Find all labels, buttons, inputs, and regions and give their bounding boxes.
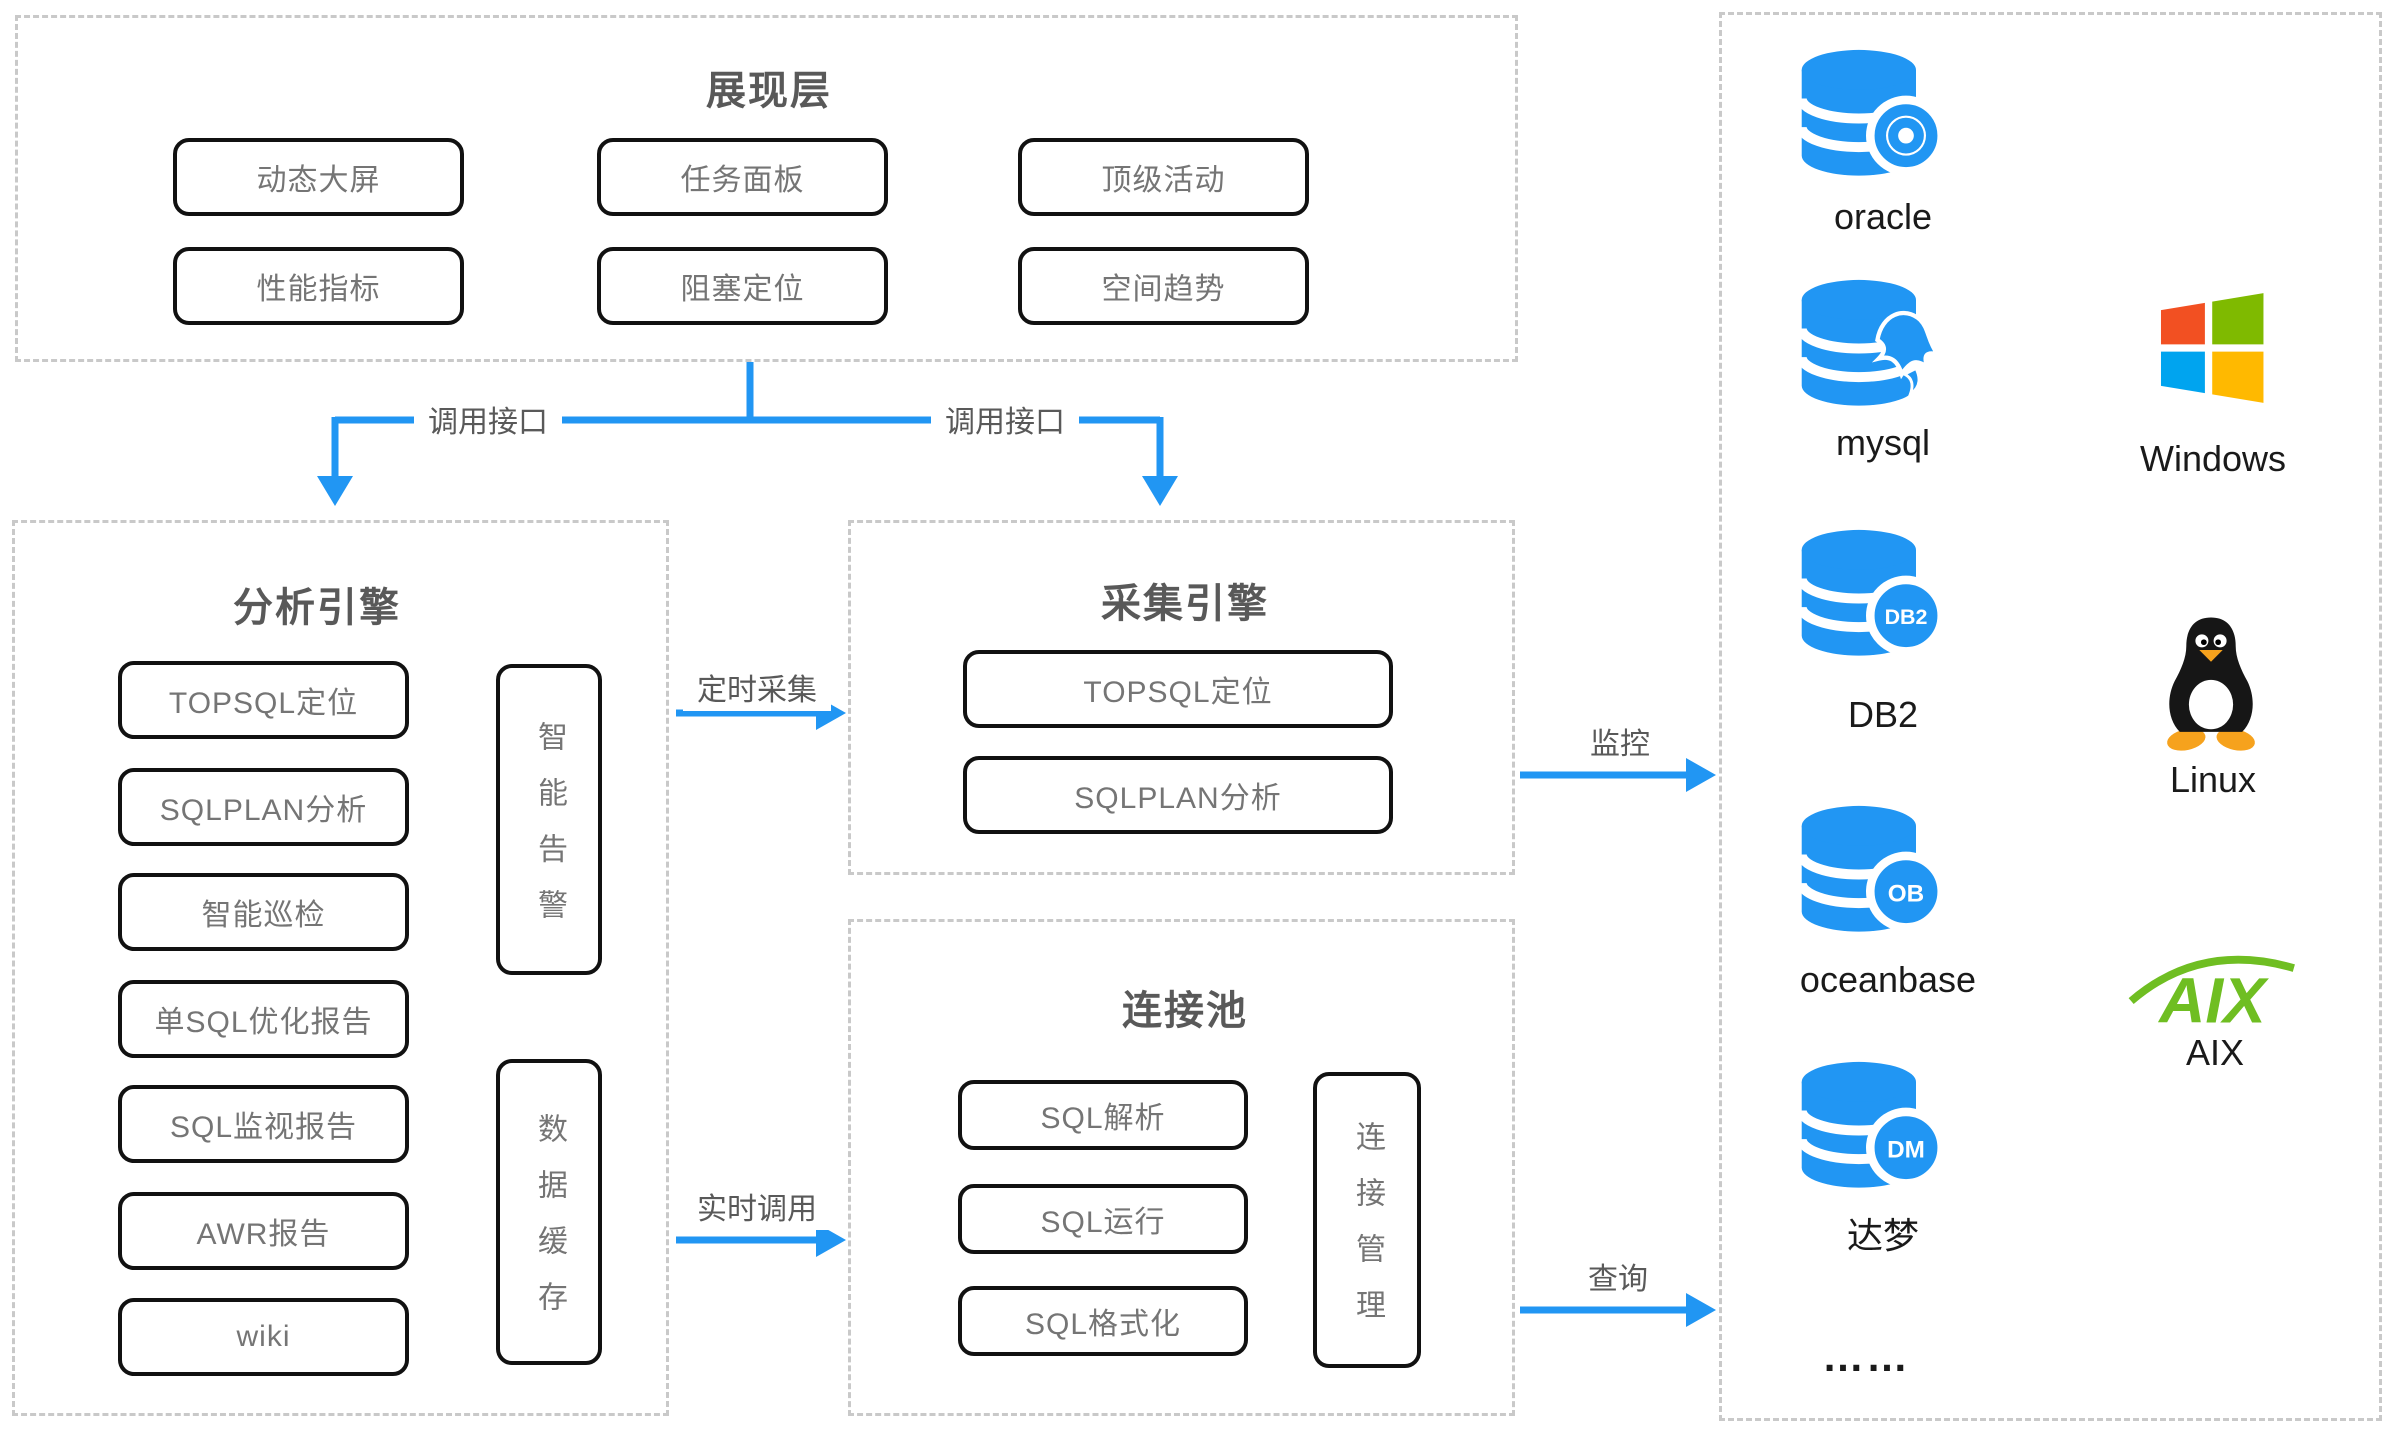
dolphin-glyph bbox=[1871, 310, 1943, 380]
monitor-label: 监控 bbox=[1576, 717, 1664, 765]
node-topsql-locating: TOPSQL定位 bbox=[118, 661, 409, 739]
call-interface-left-label: 调用接口 bbox=[414, 395, 562, 443]
db2-database-icon: DB2 bbox=[1796, 529, 1946, 656]
targets-panel: oracle mysql Windows DB2 DB2 bbox=[1719, 12, 2382, 1421]
aix-logo-icon: AIX bbox=[2128, 955, 2295, 1033]
node-collect-topsql: TOPSQL定位 bbox=[963, 650, 1393, 728]
node-sql-monitor-report: SQL监视报告 bbox=[118, 1085, 409, 1163]
analysis-engine-title: 分析引擎 bbox=[233, 586, 401, 630]
node-performance-metrics: 性能指标 bbox=[173, 247, 464, 325]
smart-alert-text: 智能告警 bbox=[533, 720, 566, 945]
realtime-call-label: 实时调用 bbox=[683, 1182, 831, 1230]
data-cache-text: 数据缓存 bbox=[533, 1113, 566, 1337]
db2-label: DB2 bbox=[1847, 694, 1919, 735]
more-targets-ellipsis: …… bbox=[1822, 1333, 1910, 1380]
collection-engine-panel: 采集引擎 TOPSQL定位 SQLPLAN分析 bbox=[848, 520, 1515, 875]
db2-badge-text: DB2 bbox=[1885, 605, 1928, 629]
node-sql-run: SQL运行 bbox=[958, 1184, 1248, 1254]
dameng-badge-text: DM bbox=[1887, 1137, 1925, 1164]
oracle-label: oracle bbox=[1833, 196, 1933, 237]
dameng-label: 达梦 bbox=[1846, 1215, 1920, 1256]
node-smart-inspection: 智能巡检 bbox=[118, 873, 409, 951]
linux-tux-icon bbox=[2167, 617, 2255, 751]
analysis-engine-panel: 分析引擎 TOPSQL定位 SQLPLAN分析 智能巡检 单SQL优化报告 SQ… bbox=[12, 520, 669, 1416]
node-single-sql-report: 单SQL优化报告 bbox=[118, 980, 409, 1058]
node-sql-parse: SQL解析 bbox=[958, 1080, 1248, 1150]
dameng-database-icon: DM bbox=[1796, 1061, 1946, 1188]
call-interface-right-label: 调用接口 bbox=[931, 395, 1079, 443]
query-label: 查询 bbox=[1574, 1252, 1662, 1300]
presentation-layer-panel: 展现层 动态大屏 任务面板 顶级活动 性能指标 阻塞定位 空间趋势 bbox=[15, 15, 1518, 362]
node-task-panel: 任务面板 bbox=[597, 138, 888, 216]
oceanbase-database-icon: OB bbox=[1796, 805, 1946, 932]
windows-label: Windows bbox=[2139, 438, 2287, 479]
node-smart-alert: 智能告警 bbox=[496, 664, 602, 975]
node-sql-format: SQL格式化 bbox=[958, 1286, 1248, 1356]
oceanbase-badge-text: OB bbox=[1888, 881, 1924, 908]
mysql-label: mysql bbox=[1835, 422, 1931, 463]
node-sqlplan-analysis: SQLPLAN分析 bbox=[118, 768, 409, 846]
oceanbase-label: oceanbase bbox=[1799, 959, 1977, 1000]
aix-logo-text: AIX bbox=[2157, 964, 2269, 1033]
presentation-layer-title: 展现层 bbox=[706, 69, 832, 113]
node-data-cache: 数据缓存 bbox=[496, 1059, 602, 1365]
oracle-database-icon bbox=[1796, 49, 1946, 176]
aix-label: AIX bbox=[2185, 1032, 2245, 1073]
node-awr-report: AWR报告 bbox=[118, 1192, 409, 1270]
scheduled-collection-label: 定时采集 bbox=[683, 663, 831, 711]
node-collect-sqlplan: SQLPLAN分析 bbox=[963, 756, 1393, 834]
connection-manage-text: 连接管理 bbox=[1351, 1121, 1384, 1345]
connection-pool-panel: 连接池 SQL解析 SQL运行 SQL格式化 连接管理 bbox=[848, 919, 1515, 1416]
node-space-trend: 空间趋势 bbox=[1018, 247, 1309, 325]
mysql-database-icon bbox=[1796, 279, 1943, 406]
windows-logo-icon bbox=[2160, 293, 2264, 403]
call-interface-right-arrowhead bbox=[1142, 476, 1178, 506]
connection-pool-title: 连接池 bbox=[1122, 989, 1248, 1033]
node-wiki: wiki bbox=[118, 1298, 409, 1376]
collection-engine-title: 采集引擎 bbox=[1101, 582, 1269, 626]
node-top-activity: 顶级活动 bbox=[1018, 138, 1309, 216]
linux-label: Linux bbox=[2169, 759, 2257, 800]
call-interface-left-arrowhead bbox=[317, 476, 353, 506]
node-dynamic-dashboard: 动态大屏 bbox=[173, 138, 464, 216]
node-blocking-locating: 阻塞定位 bbox=[597, 247, 888, 325]
node-connection-manage: 连接管理 bbox=[1313, 1072, 1421, 1368]
